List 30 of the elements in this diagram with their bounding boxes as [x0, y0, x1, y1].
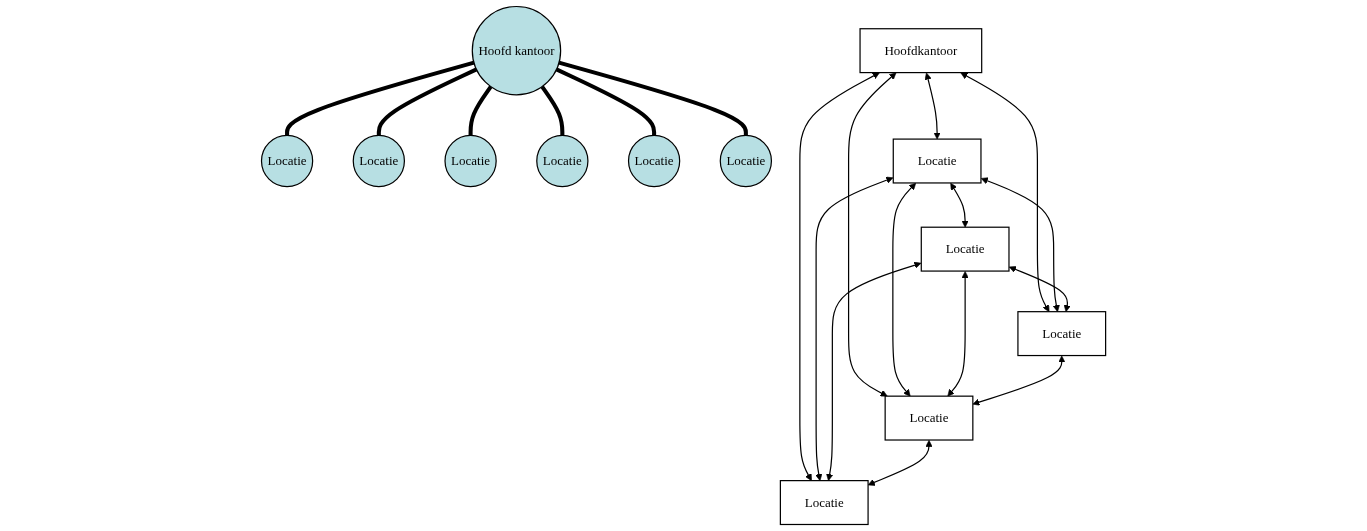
- node-box: Hoofdkantoor: [859, 28, 983, 74]
- arrow: [924, 72, 941, 140]
- arrow: [867, 440, 933, 486]
- arrow: [815, 176, 894, 481]
- node-circle: Locatie: [444, 134, 497, 188]
- arrow: [847, 72, 897, 397]
- arrow: [947, 271, 969, 397]
- node-box: Locatie: [920, 226, 1010, 272]
- node-box: Locatie: [892, 138, 982, 184]
- node-circle: Locatie: [352, 134, 405, 188]
- connector: [555, 67, 657, 136]
- node-circle: Hoofd kantoor: [471, 5, 562, 96]
- node-box: Locatie: [779, 480, 869, 526]
- arrow: [892, 182, 916, 397]
- arrow: [972, 355, 1066, 406]
- arrow: [950, 182, 969, 228]
- node-circle: Locatie: [536, 134, 589, 188]
- connector: [540, 85, 565, 136]
- arrow: [826, 261, 922, 481]
- node-box: Locatie: [1017, 311, 1107, 357]
- arrow: [980, 177, 1060, 312]
- node-circle: Locatie: [260, 134, 314, 188]
- arrow: [1008, 266, 1071, 312]
- node-circle: Locatie: [719, 134, 772, 188]
- connector: [468, 85, 493, 136]
- arrow: [799, 72, 880, 481]
- connector: [376, 67, 478, 136]
- node-box: Locatie: [884, 395, 974, 441]
- node-circle: Locatie: [627, 134, 681, 188]
- arrow: [960, 72, 1050, 312]
